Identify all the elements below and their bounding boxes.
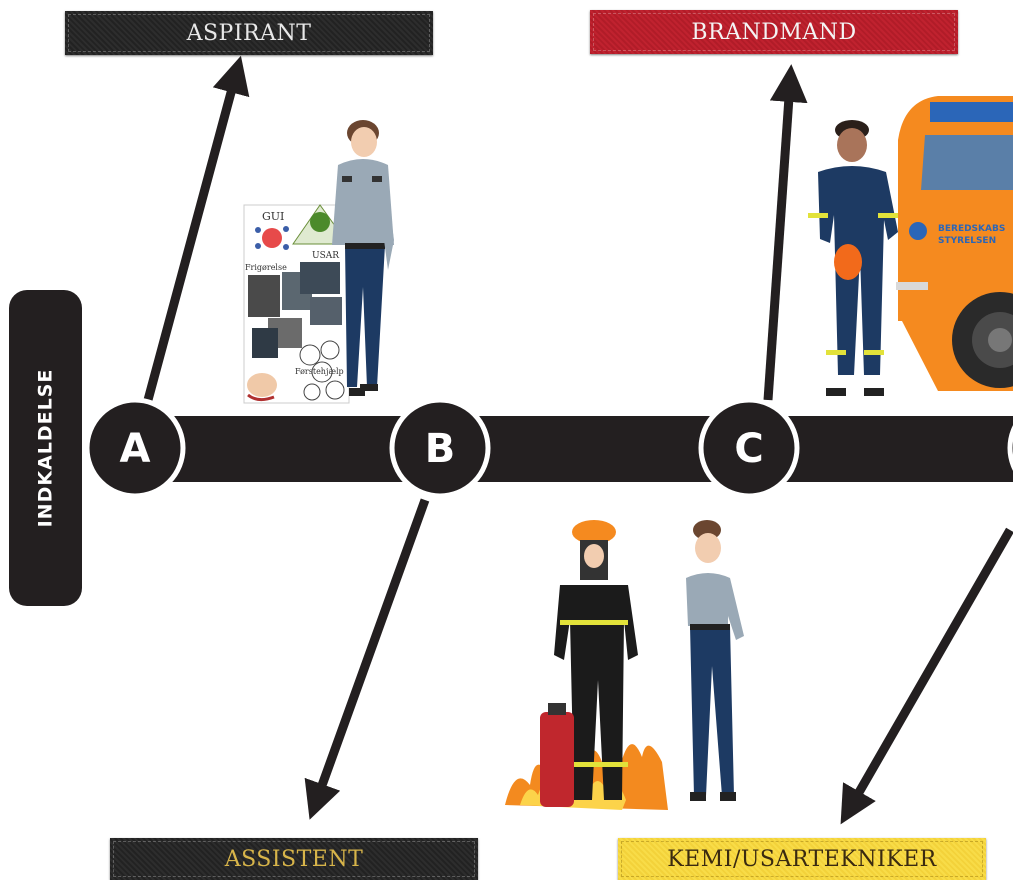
poster-frigorelse-label: Frigørelse xyxy=(245,263,287,272)
patch-aspirant-label: ASPIRANT xyxy=(186,20,312,46)
node-b-label: B xyxy=(425,426,456,472)
poster-usar-label: USAR xyxy=(312,251,339,261)
fire-scene xyxy=(505,520,668,810)
poster-gui-label: GUI xyxy=(262,210,284,223)
node-b: B xyxy=(389,397,491,499)
side-label-pill: INDKALDELSE xyxy=(9,290,82,606)
truck-logo-line2: STYRELSEN xyxy=(938,236,996,246)
training-poster: GUI Frigørelse USAR Førstehjælp xyxy=(243,204,350,404)
patch-brandmand: BRANDMAND xyxy=(590,10,958,54)
node-d xyxy=(1007,425,1013,471)
patch-aspirant: ASPIRANT xyxy=(65,11,433,55)
truck-logo-line1: BEREDSKABS xyxy=(938,224,1005,234)
instructor-figure xyxy=(332,120,394,396)
timeline-bar xyxy=(140,416,1013,482)
firefighter-man-figure xyxy=(808,120,898,396)
instructor-woman-figure xyxy=(686,520,744,801)
poster-forstehjaelp-label: Førstehjælp xyxy=(295,367,344,376)
patch-brandmand-label: BRANDMAND xyxy=(691,19,857,45)
arrow-d-to-kemi xyxy=(840,527,1013,825)
node-c-label: C xyxy=(734,426,763,472)
node-a: A xyxy=(84,397,186,499)
patch-assistent: ASSISTENT xyxy=(110,838,478,880)
node-a-label: A xyxy=(120,426,151,472)
arrow-c-to-brandmand xyxy=(763,64,808,401)
arrow-a-to-aspirant xyxy=(143,55,250,402)
patch-assistent-label: ASSISTENT xyxy=(224,846,364,872)
arrow-b-to-assistent xyxy=(304,498,430,820)
patch-kemi-label: KEMI/USARTEKNIKER xyxy=(667,846,937,872)
fire-truck: BEREDSKABS STYRELSEN xyxy=(896,96,1013,391)
patch-kemi: KEMI/USARTEKNIKER xyxy=(618,838,986,880)
node-c: C xyxy=(698,397,800,499)
